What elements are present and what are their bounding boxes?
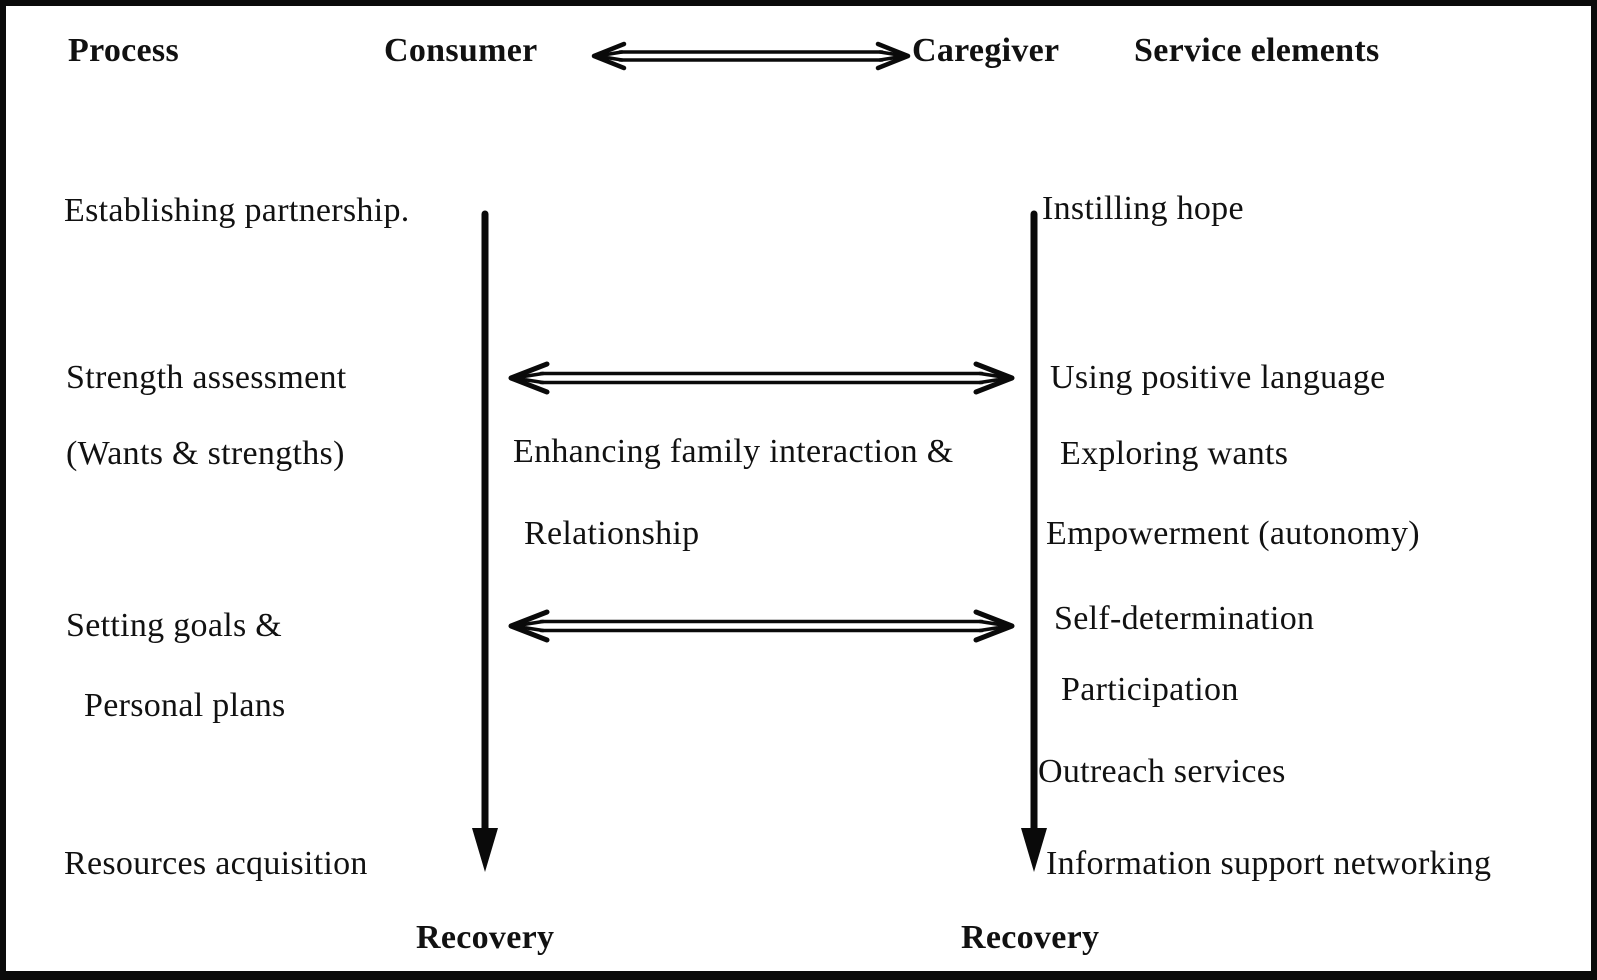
note-enhancing-family-interaction: Enhancing family interaction & [513, 433, 954, 470]
process-step-establishing-partnership: Establishing partnership. [64, 192, 410, 229]
process-step-resources-acquisition: Resources acquisition [64, 845, 368, 882]
consumer-outcome-recovery: Recovery [416, 919, 555, 956]
consumer-timeline-arrow [472, 210, 498, 872]
column-header-process: Process [68, 32, 179, 69]
service-element-participation: Participation [1061, 671, 1239, 708]
service-element-exploring-wants: Exploring wants [1060, 435, 1289, 472]
service-element-using-positive-language: Using positive language [1050, 359, 1386, 396]
service-element-empowerment: Empowerment (autonomy) [1046, 515, 1420, 552]
process-step-wants-strengths: (Wants & strengths) [66, 435, 345, 472]
service-element-instilling-hope: Instilling hope [1042, 190, 1244, 227]
consumer-caregiver-exchange-arrow [591, 41, 911, 71]
exchange-arrow-setting-goals [508, 609, 1015, 643]
column-header-service-elements: Service elements [1134, 32, 1380, 69]
process-step-setting-goals: Setting goals & [66, 607, 283, 644]
service-element-outreach-services: Outreach services [1038, 753, 1286, 790]
note-relationship: Relationship [524, 515, 700, 552]
exchange-arrow-strength-assessment [508, 361, 1015, 395]
arrow-layer [472, 41, 1047, 872]
process-step-personal-plans: Personal plans [84, 687, 286, 724]
caregiver-timeline-arrow [1021, 210, 1047, 872]
service-element-self-determination: Self-determination [1054, 600, 1315, 637]
column-header-consumer: Consumer [384, 32, 538, 69]
caregiver-outcome-recovery: Recovery [961, 919, 1100, 956]
service-element-information-support-networking: Information support networking [1046, 845, 1492, 882]
column-header-caregiver: Caregiver [912, 32, 1060, 69]
process-step-strength-assessment: Strength assessment [66, 359, 347, 396]
